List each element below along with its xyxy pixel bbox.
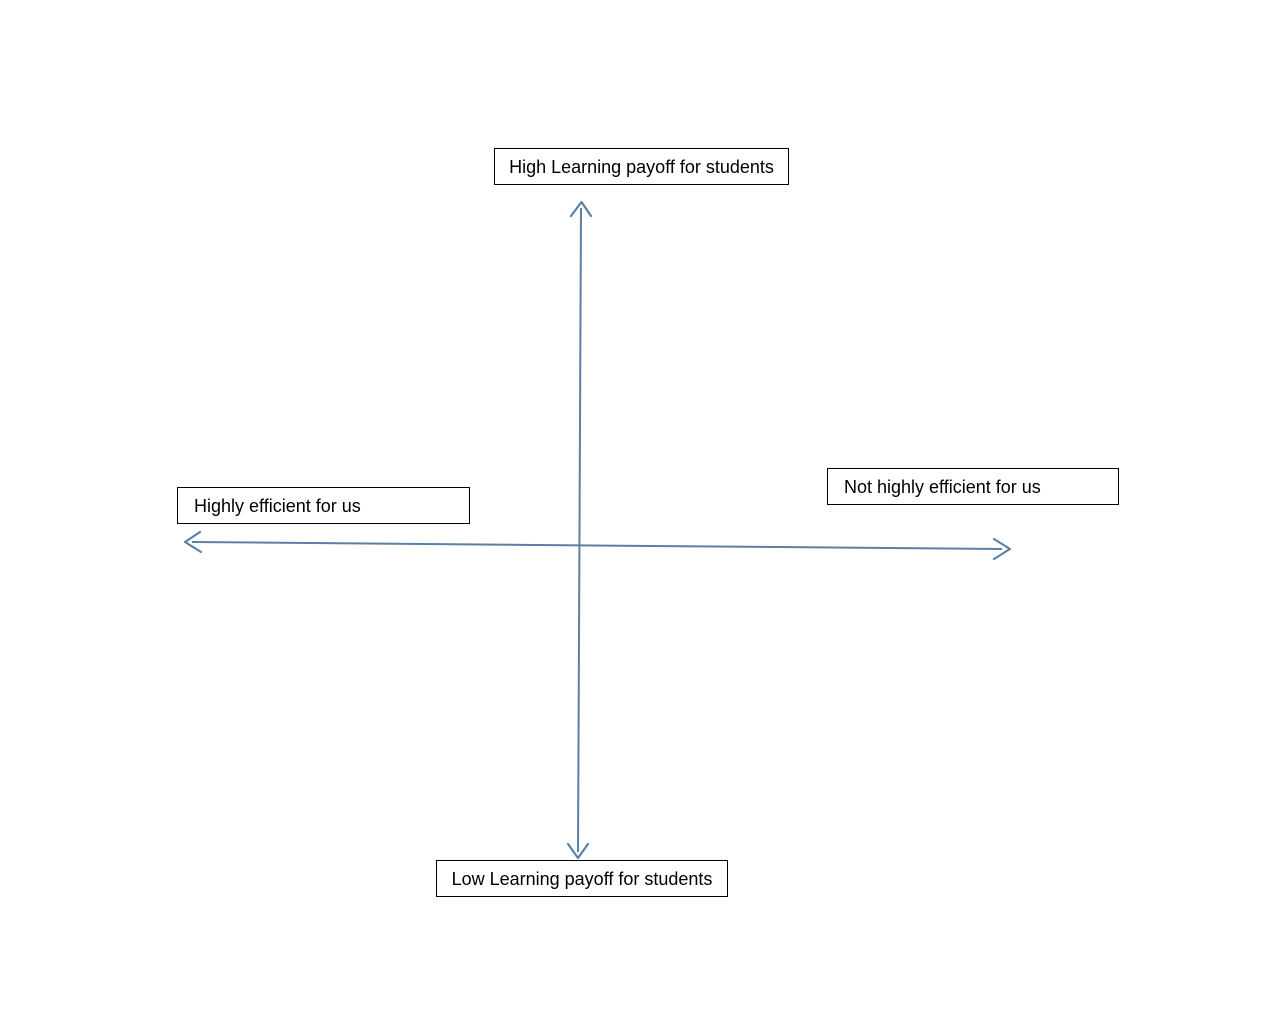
arrowhead-right-icon — [992, 537, 1012, 561]
label-high-learning-payoff: High Learning payoff for students — [494, 148, 789, 185]
label-not-highly-efficient: Not highly efficient for us — [827, 468, 1119, 505]
label-highly-efficient-text: Highly efficient for us — [194, 495, 361, 516]
label-not-highly-efficient-text: Not highly efficient for us — [844, 476, 1041, 497]
label-low-learning-payoff-text: Low Learning payoff for students — [451, 868, 713, 889]
vertical-axis-line — [577, 207, 582, 853]
label-highly-efficient: Highly efficient for us — [177, 487, 470, 524]
horizontal-axis-line — [191, 541, 1003, 550]
label-high-learning-payoff-text: High Learning payoff for students — [509, 156, 774, 177]
arrowhead-down-icon — [566, 842, 590, 860]
arrowhead-left-icon — [183, 530, 203, 554]
arrowhead-up-icon — [569, 200, 593, 218]
label-low-learning-payoff: Low Learning payoff for students — [436, 860, 728, 897]
